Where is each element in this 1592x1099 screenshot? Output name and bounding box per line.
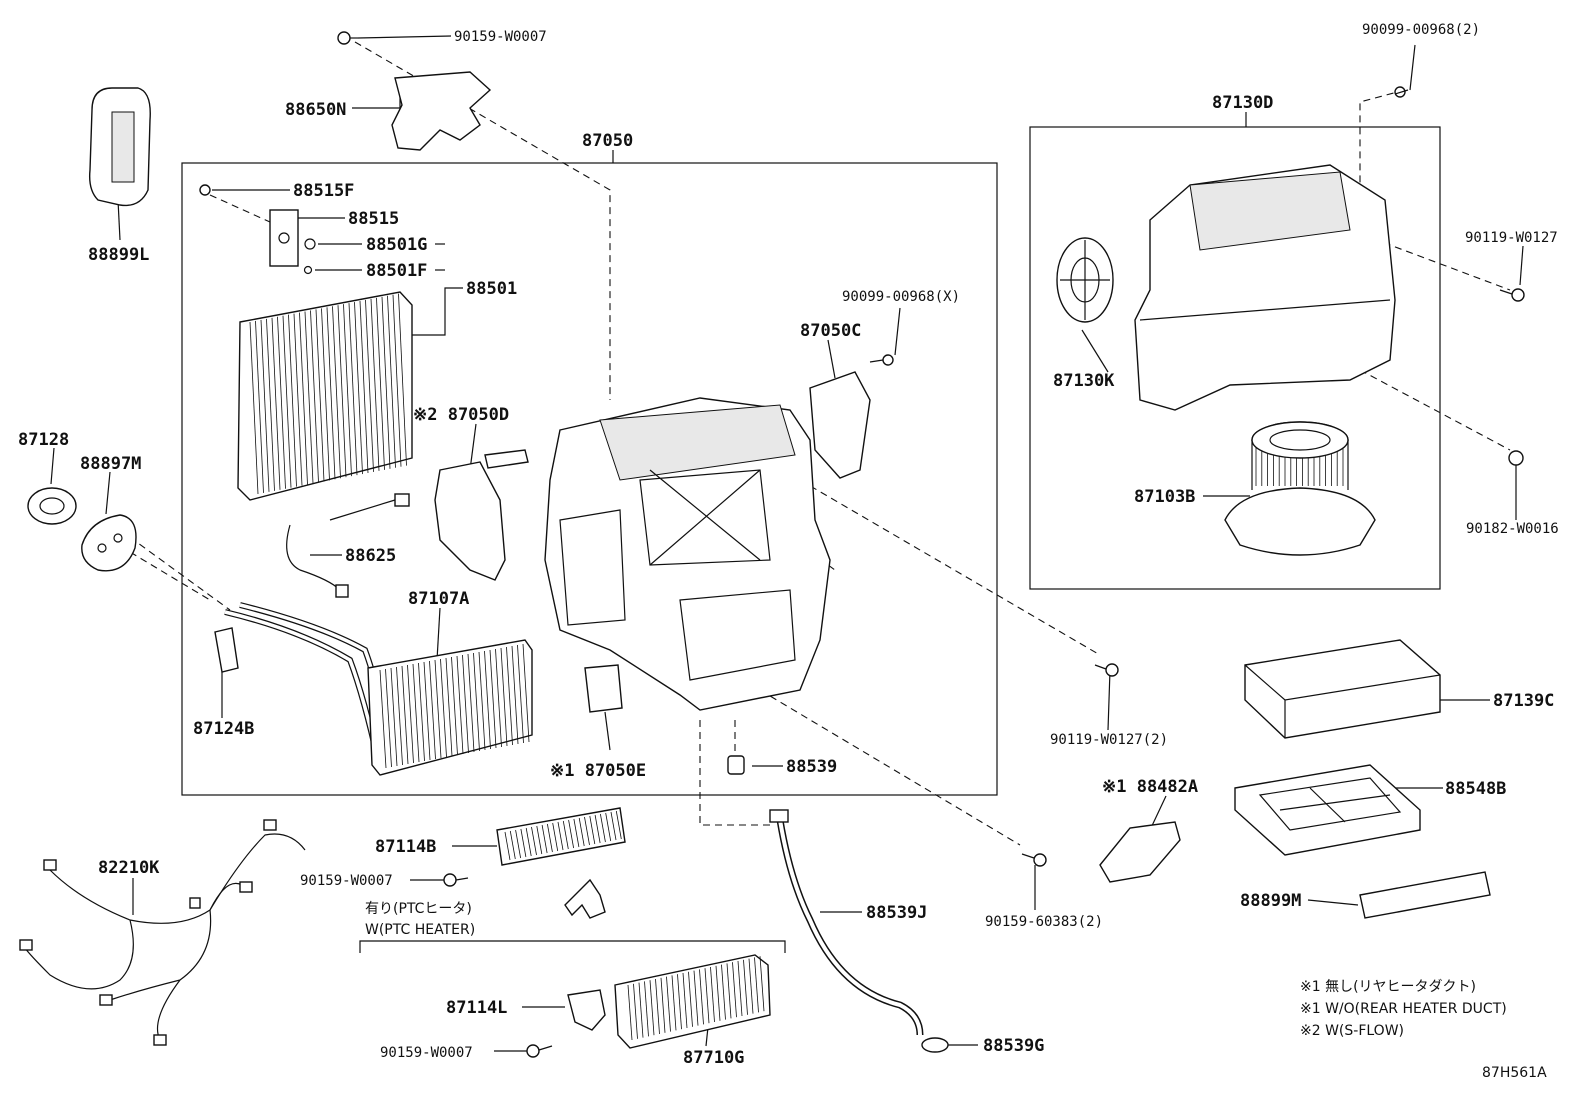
- tray-88548b-part: [1234, 764, 1421, 856]
- note-1-en: ※1 W/O(REAR HEATER DUCT): [1300, 1001, 1507, 1017]
- bolt-icon: [199, 184, 211, 196]
- label-88515f: 88515F: [293, 181, 354, 201]
- label-88899l: 88899L: [88, 245, 149, 265]
- fan-87130k-part: [1056, 237, 1114, 323]
- label-90159-60383-2: 90159-60383(2): [985, 914, 1103, 930]
- main-assembly-box: [181, 162, 998, 796]
- duct-88482a-part: [1099, 821, 1181, 883]
- label-87710g: 87710G: [683, 1048, 744, 1068]
- label-90119-w0127: 90119-W0127: [1465, 230, 1558, 246]
- label-88539: 88539: [786, 757, 837, 777]
- screw-icon: [1094, 663, 1119, 677]
- blower-assembly-box: [1029, 126, 1441, 590]
- label-90159-w0007-mid: 90159-W0007: [300, 873, 393, 889]
- expansion-valve-part: [269, 209, 299, 267]
- footnotes: ※1 無し(リヤヒータダクト) ※1 W/O(REAR HEATER DUCT)…: [1300, 979, 1547, 1081]
- drain-hose-88539j-part: [769, 809, 924, 1036]
- label-88501g: 88501G: [366, 235, 427, 255]
- bracket-87114l-part: [567, 989, 606, 1031]
- label-ptc-heater-en: W(PTC HEATER): [365, 922, 475, 938]
- label-88899m: 88899M: [1240, 891, 1301, 911]
- hvac-case-87050-part: [484, 397, 831, 711]
- blower-motor-87103b-part: [1224, 421, 1376, 556]
- ptc-cover-87114b-part: [496, 807, 626, 866]
- plug-88539g-part: [921, 1037, 949, 1053]
- label-88625: 88625: [345, 546, 396, 566]
- diagram-code: 87H561A: [1482, 1065, 1547, 1081]
- bolt-icon: [443, 873, 469, 887]
- blower-case-87130d-part: [1134, 164, 1396, 411]
- bolt-icon: [1021, 853, 1047, 867]
- label-90182-w0016: 90182-W0016: [1466, 521, 1559, 537]
- part-labels: 90159-W0007 88650N 87050 88515F 88515 88…: [18, 22, 1559, 1068]
- label-90119-w0127-2: 90119-W0127(2): [1050, 732, 1168, 748]
- note-1-jp: ※1 無し(リヤヒータダクト): [1300, 979, 1476, 995]
- label-88515: 88515: [348, 209, 399, 229]
- plate-88897m-part: [81, 514, 137, 572]
- label-88501f: 88501F: [366, 261, 427, 281]
- label-90099-00968-2: 90099-00968(2): [1362, 22, 1480, 38]
- label-87050: 87050: [582, 131, 633, 151]
- label-88548b: 88548B: [1445, 779, 1506, 799]
- screw-icon: [869, 354, 894, 366]
- o-ring-icon: [303, 265, 313, 275]
- label-87050c: 87050C: [800, 321, 861, 341]
- label-87128: 87128: [18, 430, 69, 450]
- label-87050e: ※1 87050E: [550, 761, 646, 781]
- label-87114b: 87114B: [375, 837, 436, 857]
- note-2-en: ※2 W(S-FLOW): [1300, 1023, 1404, 1039]
- panel-88899l-part: [88, 87, 151, 207]
- label-88501: 88501: [466, 279, 517, 299]
- screw-icon: [1394, 86, 1409, 98]
- screw-icon: [1499, 288, 1525, 302]
- clip-87124b-part: [214, 627, 239, 673]
- actuator-87050e-part: [584, 664, 623, 713]
- label-87124b: 87124B: [193, 719, 254, 739]
- drain-88539-part: [727, 755, 745, 775]
- label-82210k: 82210K: [98, 858, 160, 878]
- wire-harness-82210k-part: [19, 819, 306, 1046]
- label-90159-w0007-top: 90159-W0007: [454, 29, 547, 45]
- label-88650n: 88650N: [285, 100, 346, 120]
- label-87130d: 87130D: [1212, 93, 1273, 113]
- actuator-87050d-part: [434, 461, 506, 581]
- bolt-icon: [526, 1044, 553, 1058]
- bracket-88650n-part: [391, 71, 492, 151]
- filter-87139c-part: [1244, 639, 1441, 739]
- strip-88899m-part: [1359, 871, 1491, 919]
- label-90159-w0007-bot: 90159-W0007: [380, 1045, 473, 1061]
- bolt-icon: [337, 31, 358, 45]
- label-88897m: 88897M: [80, 454, 141, 474]
- heater-core-87107a-part: [224, 602, 533, 776]
- label-90099-00968x: 90099-00968(X): [842, 289, 960, 305]
- label-87114l: 87114L: [446, 998, 507, 1018]
- ptc-heater-bracket: [359, 940, 786, 953]
- nut-icon: [1508, 450, 1524, 466]
- grommet-87128-part: [27, 487, 77, 525]
- ptc-heater-87710g-part: [614, 954, 771, 1049]
- label-88539j: 88539J: [866, 903, 927, 923]
- up-arrow-icon: [564, 878, 606, 919]
- label-87130k: 87130K: [1053, 371, 1115, 391]
- o-ring-icon: [304, 238, 316, 250]
- evaporator-88501-part: [237, 291, 413, 501]
- label-88539g: 88539G: [983, 1036, 1044, 1056]
- sensor-88625-part: [286, 493, 410, 598]
- label-87107a: 87107A: [408, 589, 469, 609]
- label-ptc-heater-jp: 有り(PTCヒータ): [365, 901, 472, 917]
- actuator-87050c-part: [809, 371, 871, 479]
- label-87050d: ※2 87050D: [413, 405, 509, 425]
- label-87103b: 87103B: [1134, 487, 1195, 507]
- label-88482a: ※1 88482A: [1102, 777, 1198, 797]
- label-87139c: 87139C: [1493, 691, 1554, 711]
